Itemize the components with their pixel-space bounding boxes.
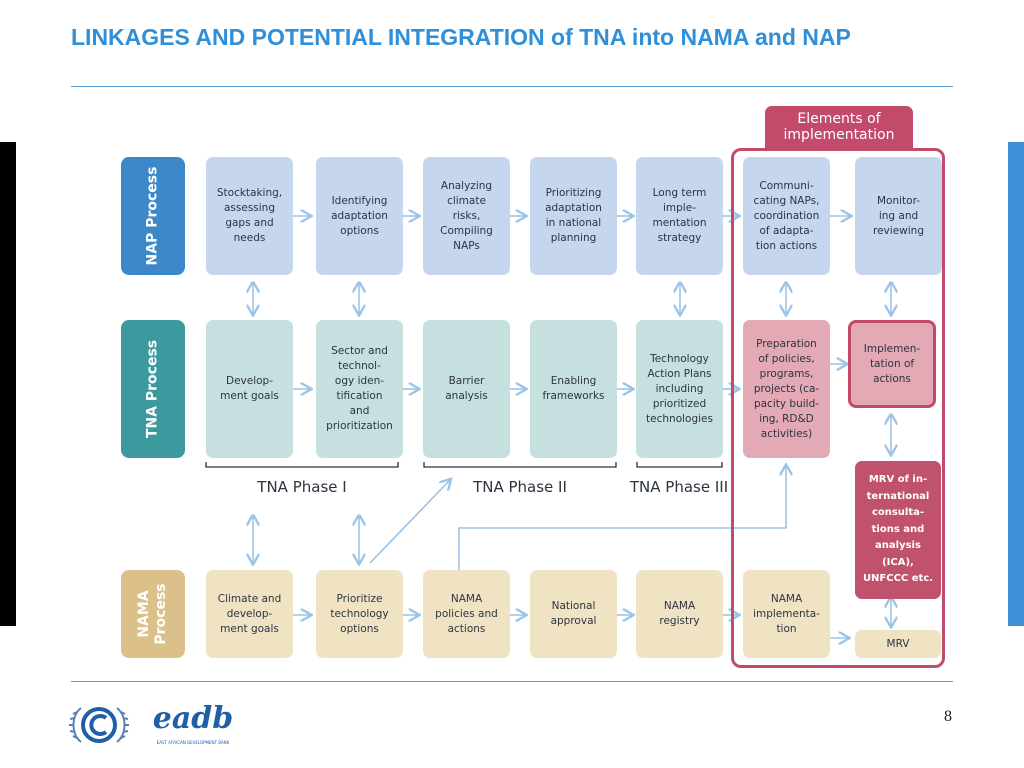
nama-step-registry: NAMA registry	[636, 570, 723, 658]
mrv-international: MRV of in- ternational consulta- tions a…	[855, 461, 941, 599]
nap-step-monitoring: Monitor- ing and reviewing	[855, 157, 942, 275]
nama-step-policies: NAMA policies and actions	[423, 570, 510, 658]
nama-step-climate-goals: Climate and develop- ment goals	[206, 570, 293, 658]
nama-process-label: NAMA Process	[121, 570, 185, 658]
nap-step-stocktaking: Stocktaking, assessing gaps and needs	[206, 157, 293, 275]
bottom-divider	[71, 681, 953, 682]
top-divider	[71, 86, 953, 87]
tna-phase-1: TNA Phase I	[257, 478, 347, 496]
eadb-logo: eadb EAST AFRICAN DEVELOPMENT BANK	[152, 701, 234, 745]
implementation-of-actions: Implemen- tation of actions	[848, 320, 936, 408]
nama-step-national-approval: National approval	[530, 570, 617, 658]
tna-process-label: TNA Process	[121, 320, 185, 458]
left-edge-bar	[0, 142, 16, 626]
nap-step-identifying: Identifying adaptation options	[316, 157, 403, 275]
nama-step-prioritize: Prioritize technology options	[316, 570, 403, 658]
tna-phase-2: TNA Phase II	[473, 478, 567, 496]
slide-title: LINKAGES AND POTENTIAL INTEGRATION of TN…	[71, 24, 851, 50]
nap-step-analyzing: Analyzing climate risks, Compiling NAPs	[423, 157, 510, 275]
tna-step-sector-technology: Sector and technol- ogy iden- tification…	[316, 320, 403, 458]
un-climate-logo	[69, 707, 129, 743]
tna-phase-3: TNA Phase III	[629, 478, 729, 496]
tna-step-barrier-analysis: Barrier analysis	[423, 320, 510, 458]
right-edge-bar	[1008, 142, 1024, 626]
nap-process-label: NAP Process	[121, 157, 185, 275]
nap-step-communicating: Communi- cating NAPs, coordination of ad…	[743, 157, 830, 275]
elements-of-implementation-header: Elements of implementation	[765, 106, 913, 148]
tna-step-development-goals: Develop- ment goals	[206, 320, 293, 458]
tna-step-enabling-frameworks: Enabling frameworks	[530, 320, 617, 458]
mrv-box: MRV	[855, 630, 941, 658]
page-number: 8	[944, 708, 952, 725]
nama-step-implementation: NAMA implementa- tion	[743, 570, 830, 658]
nap-step-prioritizing: Prioritizing adaptation in national plan…	[530, 157, 617, 275]
tna-step-action-plans: Technology Action Plans including priori…	[636, 320, 723, 458]
implementation-frame	[731, 148, 945, 668]
nap-step-long-term: Long term imple- mentation strategy	[636, 157, 723, 275]
implementation-preparation: Preparation of policies, programs, proje…	[743, 320, 830, 458]
